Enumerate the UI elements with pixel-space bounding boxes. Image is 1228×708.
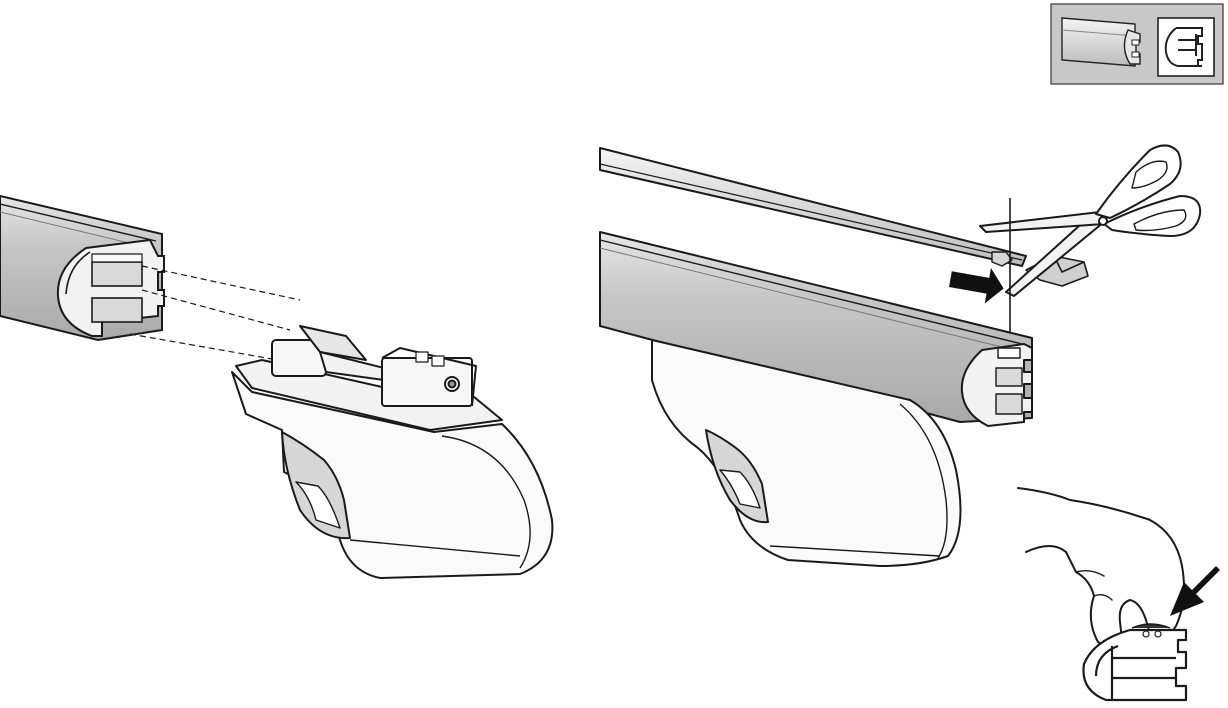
bar-cross-section-detail — [1082, 623, 1188, 702]
press-arrow-icon — [1170, 566, 1220, 616]
roof-rack-foot-left — [231, 325, 554, 579]
insert-arrow-icon — [949, 268, 1004, 304]
load-bar-left — [0, 194, 165, 342]
badge — [1050, 3, 1224, 85]
guide-lines-left — [129, 265, 301, 361]
panel-left — [0, 194, 554, 579]
cover-strip — [599, 147, 1027, 267]
roof-rack-foot-right — [651, 339, 962, 567]
bar-profile-icon — [1061, 17, 1141, 67]
bar-cross-section-icon — [1157, 17, 1215, 77]
panel-right — [599, 144, 1220, 702]
load-bar-right — [599, 231, 1033, 427]
hand-icon — [1017, 487, 1185, 648]
scissors-icon — [979, 144, 1202, 297]
